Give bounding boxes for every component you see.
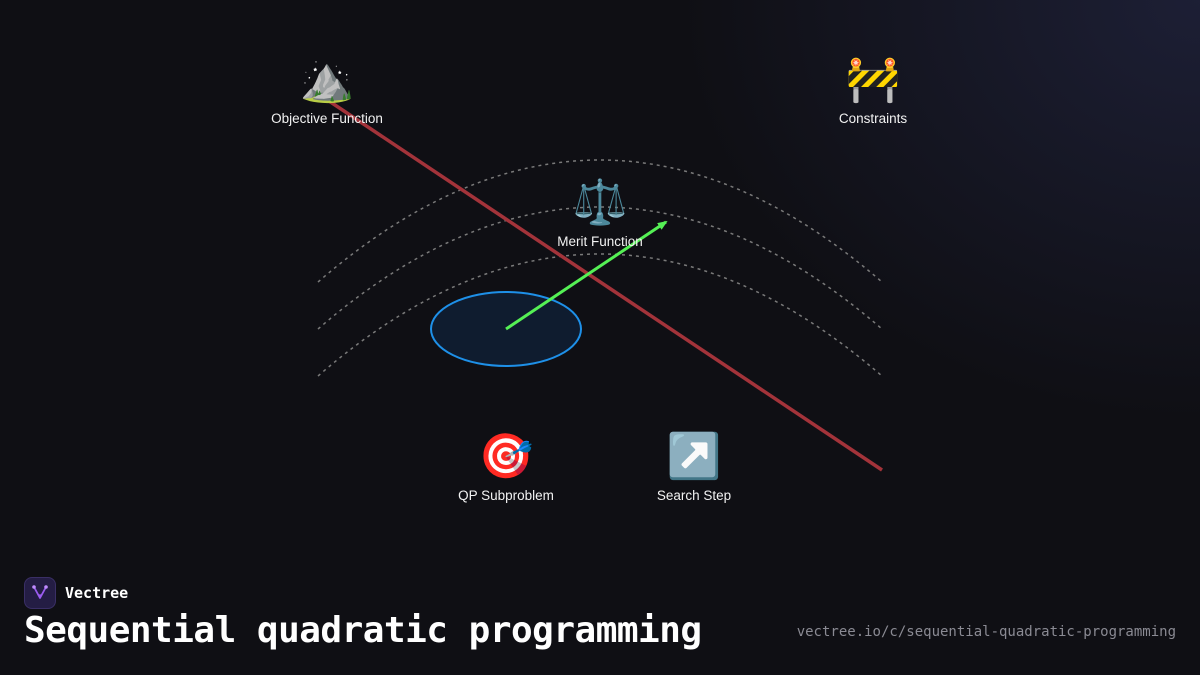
construction-barrier-icon: 🚧 xyxy=(845,54,901,105)
node-label: Merit Function xyxy=(557,234,643,249)
contour-line-middle xyxy=(317,206,883,330)
node-label: QP Subproblem xyxy=(458,488,554,503)
constraint-line xyxy=(325,97,883,472)
node-objective-function: ⛰️ Objective Function xyxy=(271,54,383,127)
brand: Vectree xyxy=(24,577,128,609)
vectree-logo-icon xyxy=(24,577,56,609)
brand-name: Vectree xyxy=(65,584,129,602)
node-label: Constraints xyxy=(838,111,908,126)
contour-line-inner xyxy=(317,253,883,377)
up-right-arrow-icon: ↗️ xyxy=(666,431,722,482)
node-qp-subproblem: 🎯 QP Subproblem xyxy=(458,431,554,504)
balance-scale-icon: ⚖️ xyxy=(572,177,628,228)
node-constraints: 🚧 Constraints xyxy=(838,54,908,127)
search-step-arrow xyxy=(505,220,668,331)
node-search-step: ↗️ Search Step xyxy=(656,431,732,504)
node-label: Objective Function xyxy=(271,111,383,126)
target-icon: 🎯 xyxy=(478,431,534,482)
mountain-icon: ⛰️ xyxy=(299,54,355,105)
node-label: Search Step xyxy=(656,488,732,503)
source-url: vectree.io/c/sequential-quadratic-progra… xyxy=(796,624,1176,640)
contour-line-outer xyxy=(317,159,883,283)
page-title: Sequential quadratic programming xyxy=(24,610,702,651)
node-merit-function: ⚖️ Merit Function xyxy=(557,177,643,250)
